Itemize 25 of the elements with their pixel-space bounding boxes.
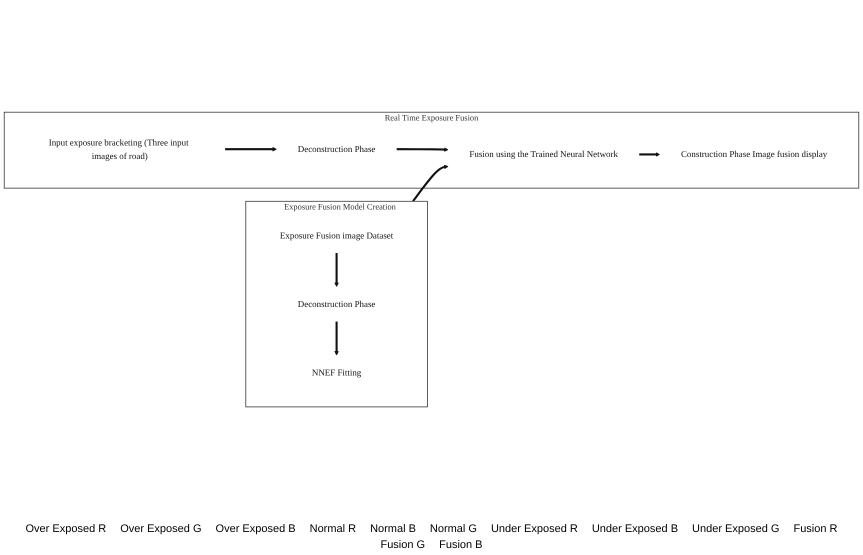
neuron-label: Fusion B xyxy=(439,539,483,551)
neuron-label: Under Exposed B xyxy=(592,523,678,535)
neuron-label: Normal B xyxy=(370,523,416,535)
node-text: Input exposure bracketing (Three input images of road) xyxy=(48,137,189,161)
neuron-label: Over Exposed B xyxy=(216,523,296,535)
neuron-label: Fusion R xyxy=(793,523,838,535)
neuron-label: Fusion G xyxy=(380,539,426,551)
neuron-label: Normal R xyxy=(310,523,356,535)
arrow xyxy=(334,321,339,356)
arrow xyxy=(334,252,339,288)
arrow xyxy=(224,146,277,152)
arrow xyxy=(396,147,449,152)
node-text: Deconstruction Phase xyxy=(298,298,376,309)
node-text: Fusion using the Trained Neural Network xyxy=(469,149,618,160)
neuron-label: Normal G xyxy=(430,523,477,535)
arrow xyxy=(638,152,660,157)
node-text: Exposure Fusion image Dataset xyxy=(280,230,394,240)
neuron-label: Under Exposed G xyxy=(692,523,780,535)
neuron-label: Over Exposed R xyxy=(26,523,106,535)
neuron-label: Over Exposed G xyxy=(120,523,202,535)
node-text: Deconstruction Phase xyxy=(298,144,376,154)
neuron-label: Under Exposed R xyxy=(490,523,578,535)
node-text: Construction Phase Image fusion display xyxy=(680,149,828,160)
arrow xyxy=(412,164,449,202)
node-text: NNEF Fitting xyxy=(312,367,362,378)
